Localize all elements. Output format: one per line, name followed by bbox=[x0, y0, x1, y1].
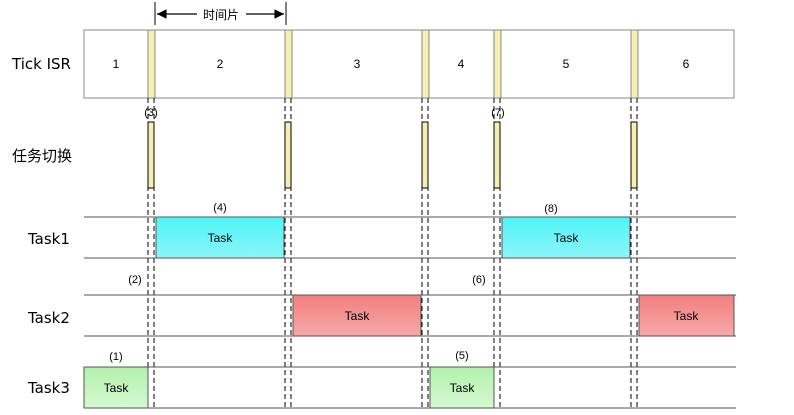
task3-block-label: Task bbox=[450, 381, 476, 395]
isr-segment-label: 4 bbox=[458, 57, 465, 71]
tick-isr-bar: 1 2 3 4 5 6 bbox=[83, 29, 735, 99]
step-marker-1: (1) bbox=[109, 351, 122, 363]
row-label-task1: Task1 bbox=[27, 230, 70, 248]
time-slice-label: 时间片 bbox=[203, 8, 239, 22]
isr-segment-label: 1 bbox=[113, 57, 120, 71]
task3-block bbox=[83, 366, 149, 409]
step-marker-4: (4) bbox=[213, 202, 226, 214]
task1-block-label: Task bbox=[554, 231, 580, 245]
isr-segment-label: 6 bbox=[683, 57, 690, 71]
isr-segment bbox=[83, 29, 149, 99]
isr-segment-label: 2 bbox=[217, 57, 224, 71]
isr-segment-label: 5 bbox=[563, 57, 570, 71]
row-label-task-switch: 任务切换 bbox=[12, 147, 72, 165]
task1-block-label: Task bbox=[208, 231, 234, 245]
tick-marker bbox=[421, 29, 430, 99]
time-slice-dimension: 时间片 bbox=[154, 2, 287, 25]
dashed-guides bbox=[147, 98, 638, 408]
tick-marker bbox=[493, 29, 502, 99]
switch-marker bbox=[630, 121, 638, 189]
task3-block bbox=[429, 366, 495, 409]
step-marker-7: (7) bbox=[491, 107, 504, 119]
isr-segment bbox=[500, 29, 632, 99]
task2-block bbox=[292, 294, 422, 337]
step-marker-3: (3) bbox=[144, 107, 157, 119]
isr-segment bbox=[637, 29, 735, 99]
task1-block bbox=[155, 216, 285, 259]
tick-marker bbox=[284, 29, 293, 99]
task2-block-label: Task bbox=[345, 309, 371, 323]
switch-marker bbox=[493, 121, 501, 189]
row-label-task3: Task3 bbox=[27, 379, 70, 397]
row-label-task2: Task2 bbox=[27, 309, 70, 327]
task1-block bbox=[501, 216, 631, 259]
task2-block-label: Task bbox=[674, 309, 700, 323]
tick-marker bbox=[147, 29, 156, 99]
switch-marker bbox=[284, 121, 292, 189]
step-marker-6: (6) bbox=[472, 274, 485, 286]
task2-block bbox=[638, 294, 735, 337]
isr-segment bbox=[428, 29, 495, 99]
task-switch-markers bbox=[147, 121, 638, 189]
tick-marker bbox=[630, 29, 639, 99]
isr-segment-label: 3 bbox=[354, 57, 361, 71]
step-marker-2: (2) bbox=[128, 274, 141, 286]
step-marker-5: (5) bbox=[455, 350, 468, 362]
switch-marker bbox=[421, 121, 429, 189]
task3-block-label: Task bbox=[104, 381, 130, 395]
isr-segment bbox=[291, 29, 423, 99]
isr-segment bbox=[154, 29, 286, 99]
row-label-tick-isr: Tick ISR bbox=[11, 55, 71, 73]
switch-marker bbox=[147, 121, 155, 189]
step-marker-8: (8) bbox=[544, 203, 557, 215]
